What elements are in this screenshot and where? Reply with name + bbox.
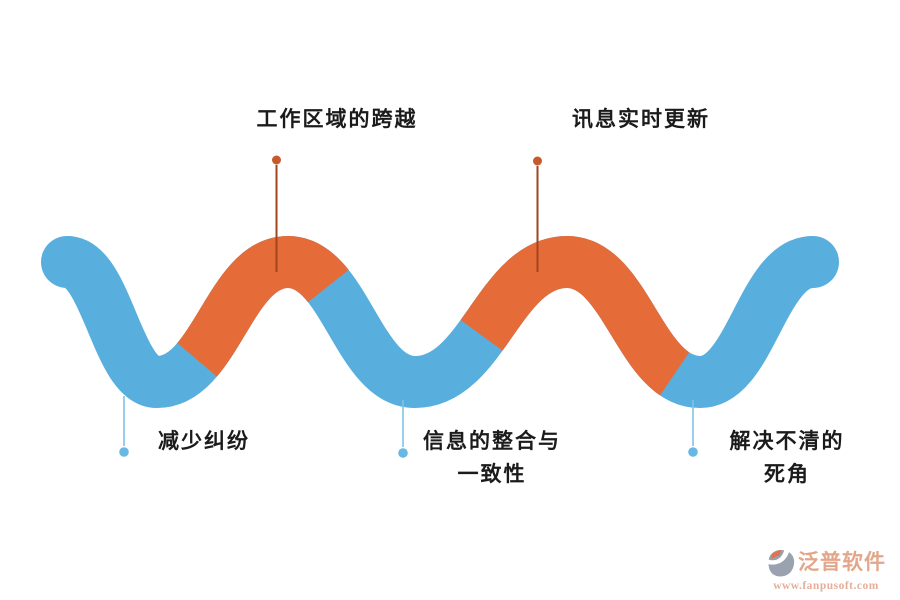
leader-bottom-1 — [119, 396, 129, 457]
callout-label-workspace-crossing: 工作区域的跨越 — [256, 108, 418, 131]
leader-top-dot — [272, 155, 281, 165]
fanpu-logo-icon — [767, 548, 795, 576]
callout-line: 解决不清的 — [729, 430, 845, 453]
callout-label-info-integration: 信息的整合与 一致性 — [423, 425, 561, 491]
callout-label-resolve-blindspots: 解决不清的 死角 — [730, 425, 845, 491]
wave-endcap-right — [787, 236, 839, 288]
leader-bottom-3 — [688, 400, 698, 457]
leader-bottom-2 — [398, 400, 408, 458]
callout-line: 死角 — [764, 463, 810, 486]
callout-line: 信息的整合与 — [423, 430, 561, 453]
leader-bottom-dot — [688, 447, 698, 457]
leader-bottom-dot — [119, 447, 129, 457]
callout-label-reduce-disputes: 减少纠纷 — [158, 430, 250, 453]
leader-top-2 — [533, 156, 542, 272]
brand-name: 泛普软件 — [798, 551, 886, 574]
leader-top-dot — [533, 156, 542, 166]
wave-path — [60, 235, 817, 409]
callout-line: 一致性 — [457, 463, 527, 486]
leader-top-1 — [272, 155, 281, 272]
callout-label-realtime-update: 讯息实时更新 — [572, 108, 710, 131]
wave-endcap-left — [41, 236, 93, 288]
brand-logo: 泛普软件 www.fanpusoft.com — [766, 548, 886, 593]
brand-url: www.fanpusoft.com — [773, 579, 879, 592]
leader-bottom-dot — [398, 448, 408, 458]
